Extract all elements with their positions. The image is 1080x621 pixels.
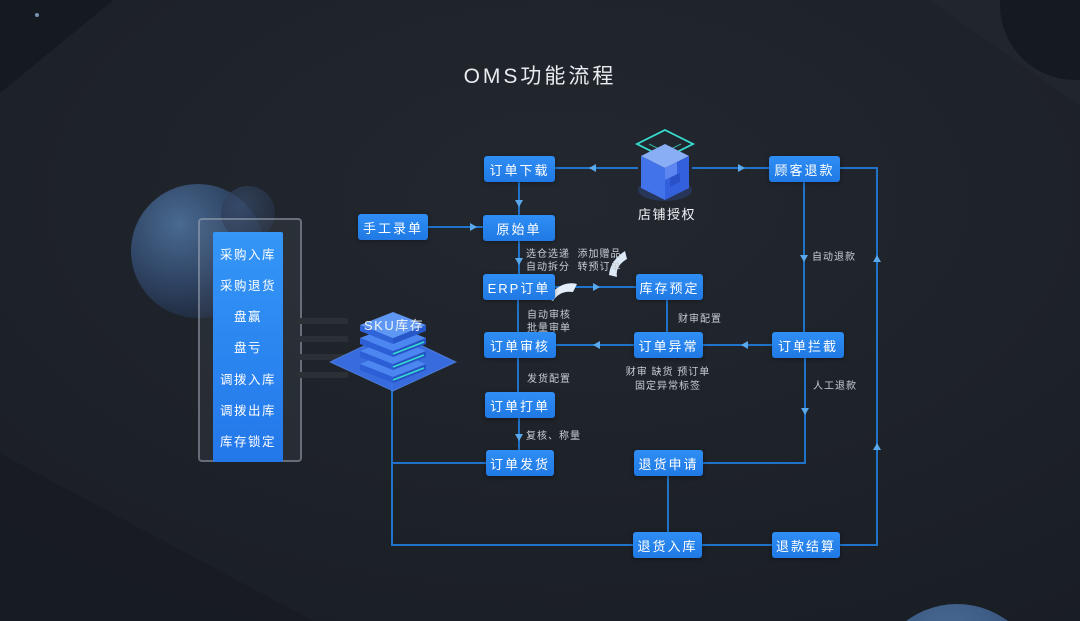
node-order-ship: 订单发货 bbox=[486, 450, 554, 476]
panel-item-stock-loss: 盘亏 bbox=[233, 341, 262, 356]
decor-circle bbox=[221, 186, 275, 240]
panel-connector-bar bbox=[296, 372, 348, 378]
node-order-print: 订单打单 bbox=[485, 392, 555, 418]
panel-item-transfer-inbound: 调拨入库 bbox=[219, 372, 276, 387]
node-original-order: 原始单 bbox=[483, 215, 555, 241]
shop-auth-icon bbox=[634, 128, 696, 201]
node-order-intercept: 订单拦截 bbox=[772, 332, 844, 358]
panel-item-transfer-outbound: 调拨出库 bbox=[219, 403, 276, 418]
warehouse-panel: 采购入库 采购退货 盘赢 盘亏 调拨入库 调拨出库 库存锁定 bbox=[213, 232, 283, 462]
shop-auth-label: 店铺授权 bbox=[638, 207, 697, 222]
panel-item-stock-lock: 库存锁定 bbox=[219, 434, 276, 449]
panel-connector-bar bbox=[296, 336, 348, 342]
node-order-review: 订单审核 bbox=[484, 332, 556, 358]
edge-label-finance-config: 财审配置 bbox=[678, 314, 722, 325]
page-title: OMS功能流程 bbox=[463, 65, 617, 88]
sku-stock-label: SKU库存 bbox=[364, 318, 425, 333]
panel-item-purchase-inbound: 采购入库 bbox=[219, 248, 276, 263]
node-order-exception: 订单异常 bbox=[634, 332, 703, 358]
edge-label-auto-split: 自动拆分 转预订单 bbox=[526, 262, 622, 273]
sku-stock-icon bbox=[328, 312, 458, 392]
node-erp-order: ERP订单 bbox=[483, 274, 555, 300]
panel-item-stock-gain: 盘赢 bbox=[233, 310, 262, 325]
decor-dot bbox=[35, 13, 39, 17]
node-refund-settle: 退款结算 bbox=[772, 532, 840, 558]
node-order-download: 订单下载 bbox=[484, 156, 555, 182]
edge-label-recheck-weigh: 复核、称量 bbox=[526, 431, 581, 442]
node-return-request: 退货申请 bbox=[634, 450, 703, 476]
edge-label-auto-refund: 自动退款 bbox=[812, 252, 856, 263]
edge-label-exception-1: 财审 缺货 预订单 bbox=[625, 367, 711, 378]
node-manual-entry: 手工录单 bbox=[358, 214, 428, 240]
edge-label-ship-config: 发货配置 bbox=[527, 374, 571, 385]
edge-label-exception-2: 固定异常标签 bbox=[635, 381, 701, 392]
edge-label-auto-review: 自动审核 bbox=[527, 310, 571, 321]
edge-label-manual-refund: 人工退款 bbox=[813, 381, 857, 392]
panel-connector-bar bbox=[296, 354, 348, 360]
node-customer-refund: 顾客退款 bbox=[769, 156, 840, 182]
arrowheads bbox=[470, 164, 881, 450]
panel-connector-bar bbox=[296, 318, 348, 324]
node-return-inbound: 退货入库 bbox=[633, 532, 702, 558]
edge-label-pick-warehouse: 选仓选递 添加赠品 bbox=[526, 249, 622, 260]
node-stock-reserve: 库存预定 bbox=[636, 274, 703, 300]
panel-item-purchase-return: 采购退货 bbox=[219, 279, 276, 294]
document-icon bbox=[609, 251, 627, 277]
edge-label-batch-review: 批量审单 bbox=[527, 323, 571, 334]
